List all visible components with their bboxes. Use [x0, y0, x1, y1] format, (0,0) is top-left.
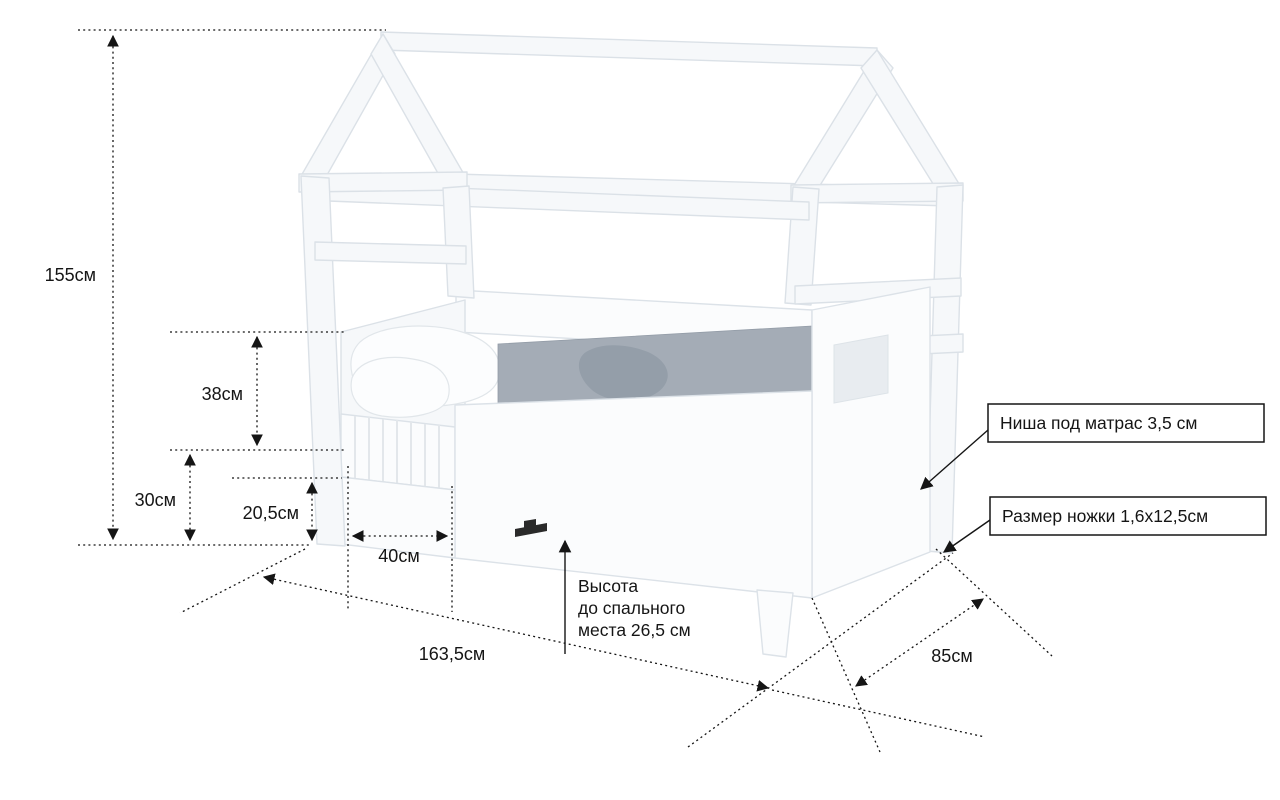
ext-line-depth-rear: [935, 548, 1053, 657]
house-bed-drawing: [298, 31, 964, 658]
pillow-front: [350, 356, 450, 418]
blanket-fold: [578, 345, 668, 401]
dim-base-height: 30см: [135, 453, 196, 542]
gable-left-crossbar: [314, 241, 467, 265]
sleep-height-note: Высота до спального места 26,5 см: [558, 539, 691, 654]
label-niche-height: 20,5см: [243, 503, 299, 523]
dim-depth: 85см: [811, 548, 1053, 753]
sleep-note-line2: до спального: [578, 598, 685, 618]
dim-rail-height: 38см: [170, 331, 345, 451]
latch-mark-tab: [524, 519, 536, 529]
gable-right-post-right: [925, 184, 964, 554]
mattress-quilt-stripes: [354, 416, 440, 488]
sleep-note-line1: Высота: [578, 576, 638, 596]
gable-right-rafter-right: [860, 49, 962, 196]
ext-line-depth-front: [811, 597, 881, 753]
gable-left: [298, 33, 475, 547]
callout-leg-arrow: [942, 519, 991, 553]
callout-mattress-arrow: [920, 429, 989, 490]
label-total-height: 155см: [45, 265, 96, 285]
leg-front-right: [756, 589, 794, 658]
callout-mattress-niche: Ниша под матрас 3,5 см: [920, 403, 1265, 490]
dim-line-1635: [262, 573, 770, 692]
footboard-end-panel: [811, 286, 931, 599]
dim-niche-height: 20,5см: [232, 477, 342, 542]
callout-mattress-label: Ниша под матрас 3,5 см: [1000, 413, 1197, 433]
callout-leg-box: [989, 496, 1267, 536]
dim-total-height: 155см: [45, 29, 386, 546]
label-depth: 85см: [931, 646, 972, 666]
dimension-annotations: 155см 38см 30см 20,5см 40см: [45, 29, 1267, 753]
callout-leg-label: Размер ножки 1,6x12,5см: [1002, 506, 1208, 526]
label-entry-width: 40см: [378, 546, 419, 566]
callout-mattress-box: [987, 403, 1265, 443]
label-length: 163,5см: [419, 644, 485, 664]
front-side-panel: [454, 390, 813, 599]
gable-left-post-front-leg: [300, 175, 346, 547]
label-rail-height: 38см: [202, 384, 243, 404]
footboard-window-opening: [833, 334, 889, 404]
roof-ridge-beam: [380, 31, 878, 67]
callout-leg-size: Размер ножки 1,6x12,5см: [942, 496, 1267, 553]
ext-line-length-cont: [771, 689, 986, 738]
label-base-height: 30см: [135, 490, 176, 510]
ext-line-length-left: [179, 548, 306, 614]
mattress: [340, 413, 456, 491]
bed-body: [340, 286, 931, 658]
latch-mark: [515, 523, 547, 537]
dim-line-85: [855, 598, 984, 687]
sleep-note-line3: места 26,5 см: [578, 620, 691, 640]
gable-left-rafter-right: [370, 33, 466, 185]
gable-left-post-right: [442, 185, 475, 299]
dim-length: 163,5см: [179, 548, 986, 748]
